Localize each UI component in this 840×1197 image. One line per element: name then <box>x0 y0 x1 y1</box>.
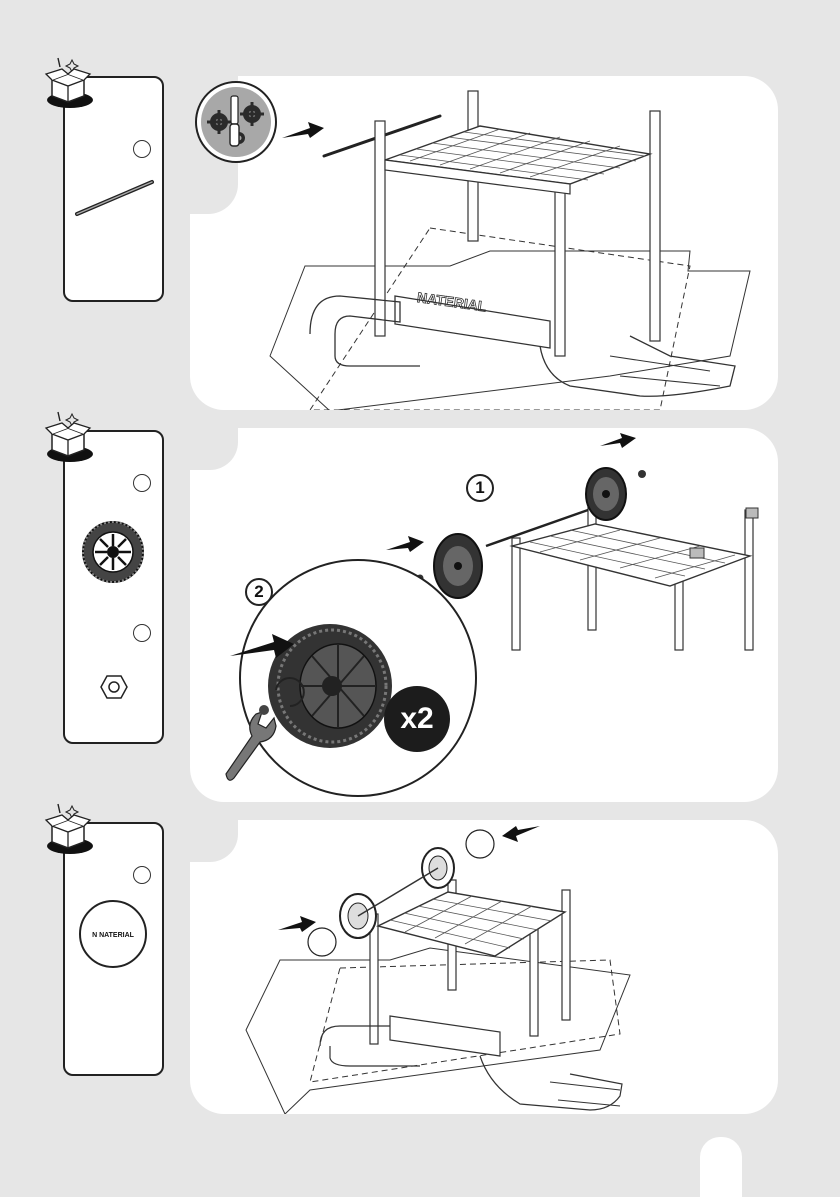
quantity-multiplier-badge: x2 <box>384 686 450 752</box>
open-box-icon <box>44 410 96 464</box>
open-box-icon <box>44 56 96 110</box>
wheel-part <box>81 520 145 584</box>
parts-card-step-3: N NATERIAL <box>63 822 164 1076</box>
nut-part <box>99 672 129 702</box>
sub-step-2-badge: 2 <box>245 578 273 606</box>
step-1-illustration: NATERIAL <box>190 76 778 410</box>
quantity-circle <box>133 474 151 492</box>
quantity-circle <box>133 624 151 642</box>
cap-brand-text: N NATERIAL <box>92 932 135 939</box>
sub-step-1-badge: 1 <box>466 474 494 502</box>
parts-card-step-2 <box>63 430 164 744</box>
quantity-circle <box>133 866 151 884</box>
page-number-tab <box>700 1137 742 1197</box>
open-box-icon <box>44 802 96 856</box>
step-3-illustration <box>190 820 778 1114</box>
logo-cap-part: N NATERIAL <box>73 894 153 974</box>
